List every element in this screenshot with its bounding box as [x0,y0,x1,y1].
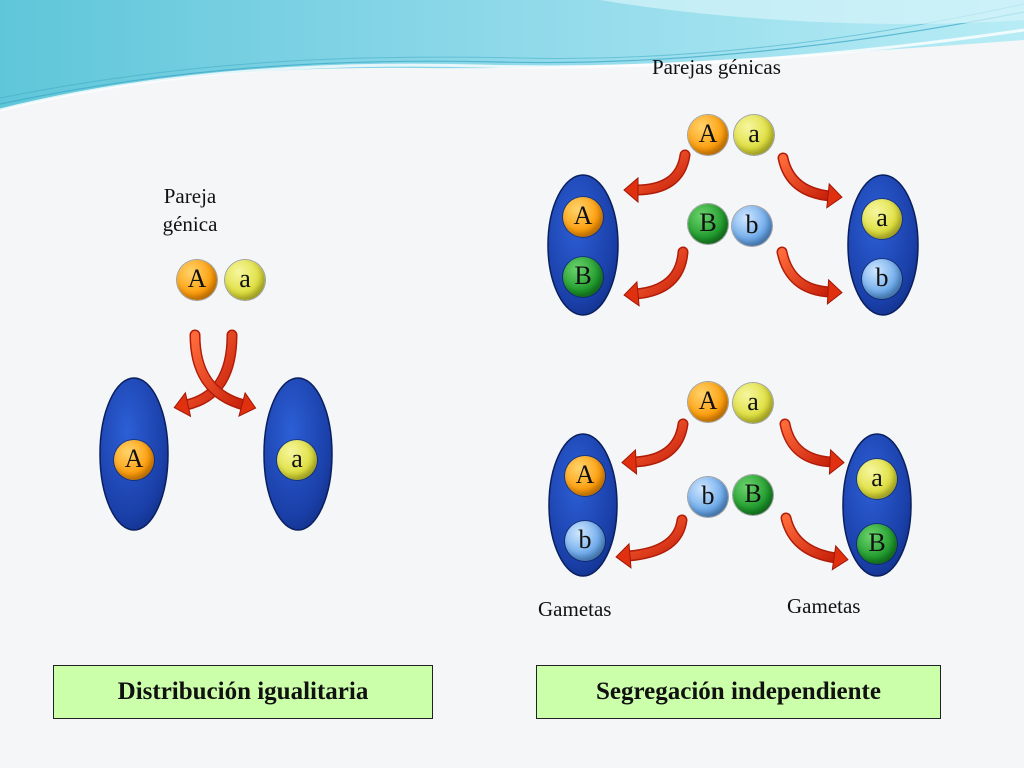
allele-dominant-a: A [177,260,217,300]
pair-label-left: Pareja génica [150,182,230,238]
arrow-left-to-A [173,329,238,418]
arrow-top-b-right [776,246,843,305]
gamete-allele-dominant-a: A [114,440,154,480]
title-distribucion-igualitaria: Distribución igualitaria [117,678,369,705]
top-allele-A: A [688,115,728,155]
top-right-gamete-b: b [862,259,902,299]
gamete-allele-recessive-a: a [277,440,317,480]
bottom-allele-a: a [733,383,773,423]
title-box-right: Segregación independiente [536,665,941,719]
arrow-left-to-a [189,329,257,418]
allele-recessive-a: a [225,260,265,300]
top-allele-a: a [734,115,774,155]
bottom-allele-b: b [688,477,728,517]
arrow-top-A-left [623,149,691,204]
bottom-allele-A: A [688,382,728,422]
arrow-bottom-B-right [780,512,849,571]
arrow-bottom-b-left [615,514,688,569]
title-box-left: Distribución igualitaria [53,665,433,719]
bottom-allele-B: B [733,475,773,515]
arrow-top-a-right [777,152,843,209]
bottom-left-gamete-b: b [565,521,605,561]
title-segregacion-independiente: Segregación independiente [596,678,881,705]
bottom-left-gamete-A: A [565,456,605,496]
header-wave [0,0,1024,112]
arrow-top-B-left [623,246,689,307]
bottom-right-gamete-B: B [857,524,897,564]
bottom-right-gamete-a: a [857,459,897,499]
pair-label-line1: Pareja [163,184,217,208]
pair-label-right: Parejas génicas [652,55,781,79]
pair-label-line2: génica [162,212,218,236]
gametes-label-right: Gametas [787,594,861,618]
arrow-bottom-a-right [779,418,845,475]
top-allele-b: b [732,206,772,246]
arrow-bottom-A-left [621,418,689,475]
gametes-label-left: Gametas [538,597,612,621]
top-allele-B: B [688,204,728,244]
top-left-gamete-B: B [563,257,603,297]
top-right-gamete-a: a [862,199,902,239]
top-left-gamete-A: A [563,197,603,237]
